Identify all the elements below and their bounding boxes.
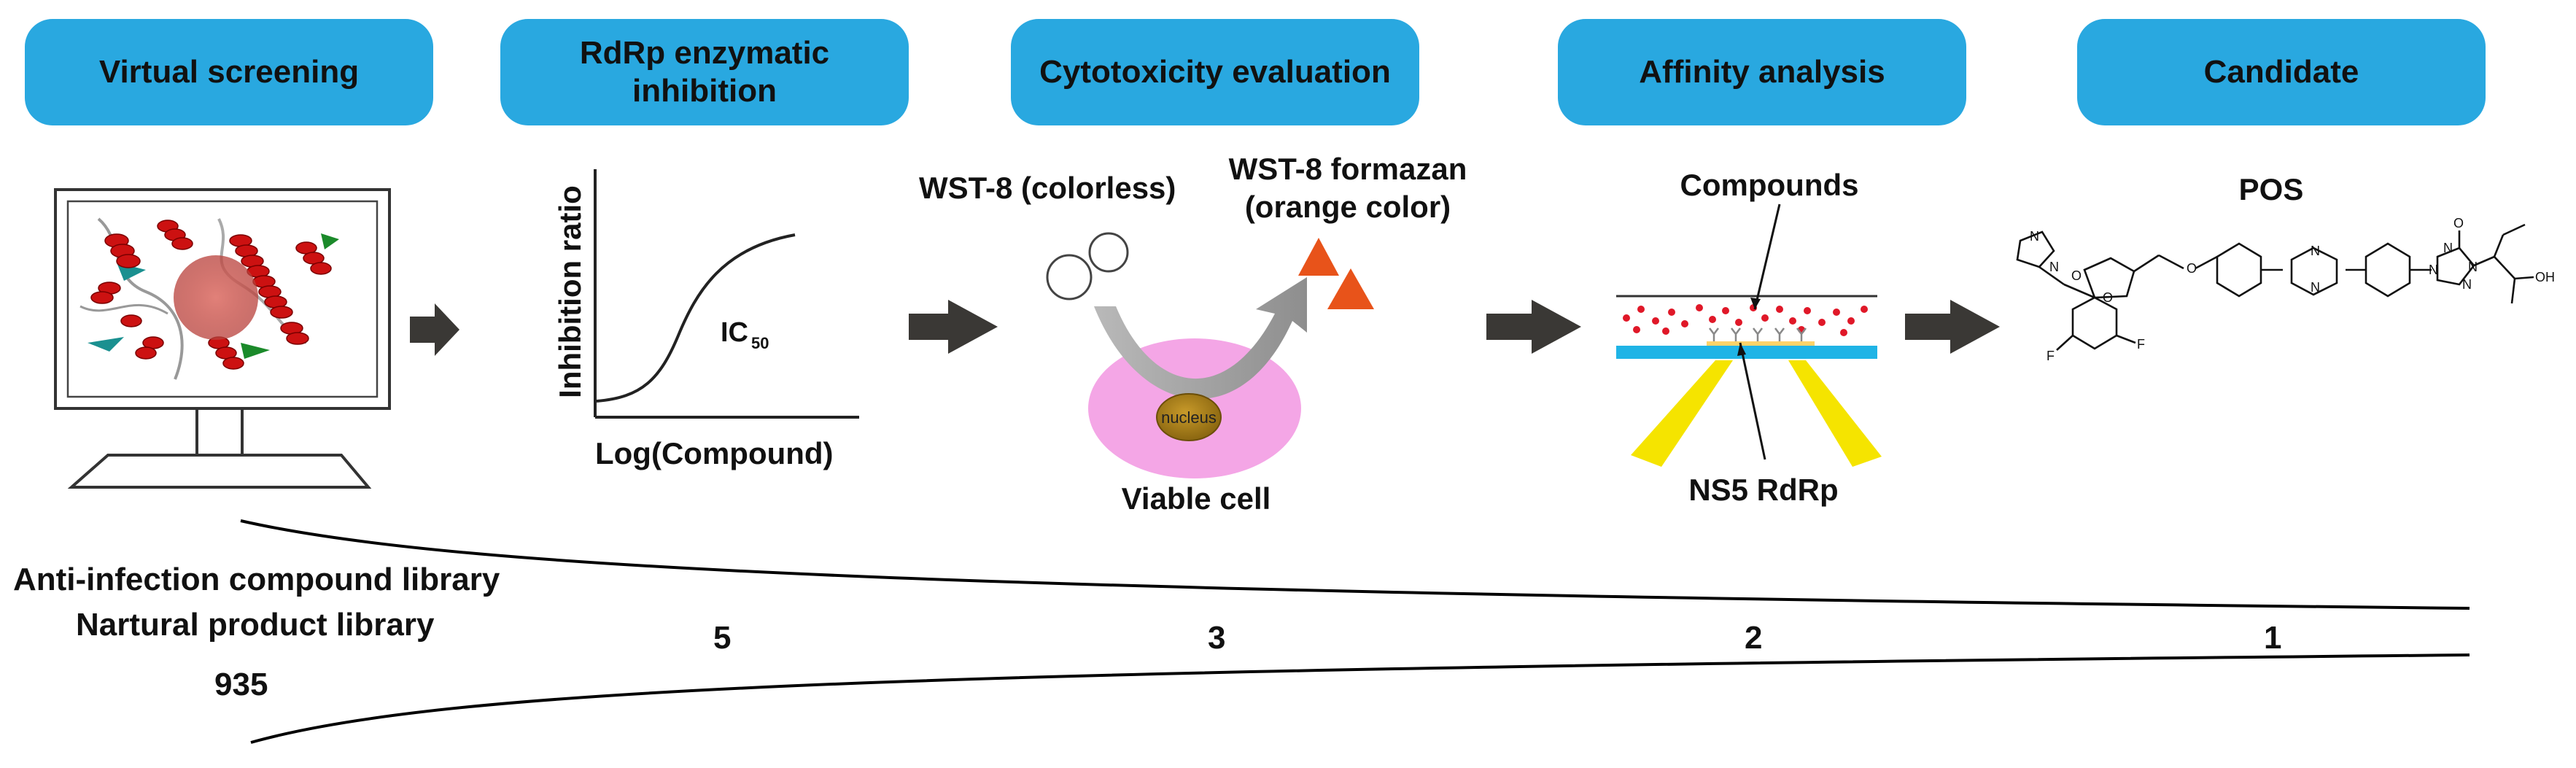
step-candidate: Candidate (2077, 19, 2486, 125)
flow-arrow-4 (1905, 300, 2000, 354)
flow-arrow-1 (410, 303, 459, 356)
svg-text:N: N (2443, 241, 2453, 255)
step-affinity-analysis: Affinity analysis (1558, 19, 1966, 125)
immobilized-rdrp (1709, 327, 1807, 343)
step-label: Candidate (2203, 54, 2359, 90)
affinity-sensor-illustration: Compounds (1616, 168, 1882, 507)
count-affinity: 2 (1745, 620, 1763, 656)
candidate-name: POS (2239, 172, 2304, 206)
library-label-anti-infection: Anti-infection compound library (13, 562, 500, 597)
count-rdrp: 5 (713, 620, 732, 656)
cytotoxicity-assay-illustration: WST-8 (colorless) WST-8 formazan (orange… (919, 152, 1467, 516)
formazan-triangle-icon (1327, 268, 1374, 309)
sigmoid-curve (596, 233, 796, 403)
light-beam-left (1631, 360, 1733, 467)
compound-dots (1623, 304, 1868, 336)
ic50-label: IC (721, 317, 748, 348)
step-virtual-screening: Virtual screening (25, 19, 433, 125)
svg-text:N: N (2311, 244, 2320, 258)
x-axis-label: Log(Compound) (595, 436, 834, 470)
svg-text:O: O (2071, 268, 2082, 283)
count-cytotoxicity: 3 (1208, 620, 1226, 656)
step-label: Affinity analysis (1639, 54, 1885, 90)
svg-text:N: N (2030, 229, 2039, 244)
wst8-substrate-label: WST-8 (colorless) (919, 171, 1176, 205)
rdrp-pointer (1739, 342, 1766, 460)
funnel-top-line (240, 519, 2470, 610)
svg-text:N: N (2468, 260, 2478, 274)
flow-arrow-2 (909, 300, 998, 354)
wst8-product-label-line1: WST-8 formazan (1229, 152, 1467, 186)
wst8-molecule-icon (1046, 254, 1093, 300)
ns5-rdrp-label: NS5 RdRp (1688, 473, 1838, 507)
svg-text:O: O (2453, 216, 2464, 230)
conversion-arrow-icon (1094, 277, 1307, 400)
count-library: 935 (214, 667, 268, 702)
step-label: Virtual screening (98, 54, 360, 90)
svg-text:N: N (2429, 263, 2438, 277)
svg-text:F: F (2047, 349, 2055, 363)
step-label: Cytotoxicity evaluation (1039, 54, 1391, 90)
nucleus-label: nucleus (1161, 408, 1217, 427)
count-candidate: 1 (2264, 620, 2282, 656)
sensor-chip (1707, 341, 1815, 347)
library-label-natural-product: Nartural product library (76, 607, 435, 643)
computer-monitor-icon (54, 188, 391, 489)
y-axis-label: Inhibition ratio (553, 185, 587, 398)
structure-atom-labels: O O N N N N N N N N O O OH F F (2030, 216, 2555, 363)
binding-pocket-sphere (174, 255, 258, 340)
light-beam-right (1788, 360, 1882, 467)
compounds-label: Compounds (1680, 168, 1859, 202)
viable-cell-label: Viable cell (1122, 481, 1271, 516)
posaconazole-structure-icon (2016, 223, 2534, 351)
flow-arrows (410, 300, 2000, 356)
svg-text:F: F (2137, 337, 2145, 352)
svg-text:N: N (2311, 280, 2320, 295)
step-cytotoxicity: Cytotoxicity evaluation (1011, 19, 1419, 125)
flow-arrow-3 (1486, 300, 1581, 354)
screening-funnel (240, 519, 2470, 744)
svg-text:O: O (2103, 290, 2113, 305)
protein-structure-image (73, 206, 372, 392)
funnel-bottom-line (250, 653, 2470, 744)
svg-text:N: N (2462, 277, 2472, 292)
wst8-molecule-icon (1088, 232, 1129, 273)
nucleus-icon (1156, 393, 1222, 441)
candidate-structure: POS (2016, 172, 2555, 363)
svg-text:O: O (2187, 261, 2197, 276)
step-rdrp-inhibition: RdRp enzymatic inhibition (500, 19, 909, 125)
formazan-triangle-icon (1298, 238, 1339, 276)
compounds-pointer (1753, 203, 1781, 310)
wst8-product-label-line2: (orange color) (1245, 190, 1451, 224)
ic50-subscript: 50 (751, 334, 769, 352)
dose-response-plot: Inhibition ratio Log(Compound) IC 50 (553, 169, 859, 470)
step-label: RdRp enzymatic inhibition (579, 35, 830, 109)
svg-text:OH: OH (2535, 270, 2555, 284)
svg-text:N: N (2049, 260, 2059, 274)
sensor-membrane (1616, 346, 1877, 359)
